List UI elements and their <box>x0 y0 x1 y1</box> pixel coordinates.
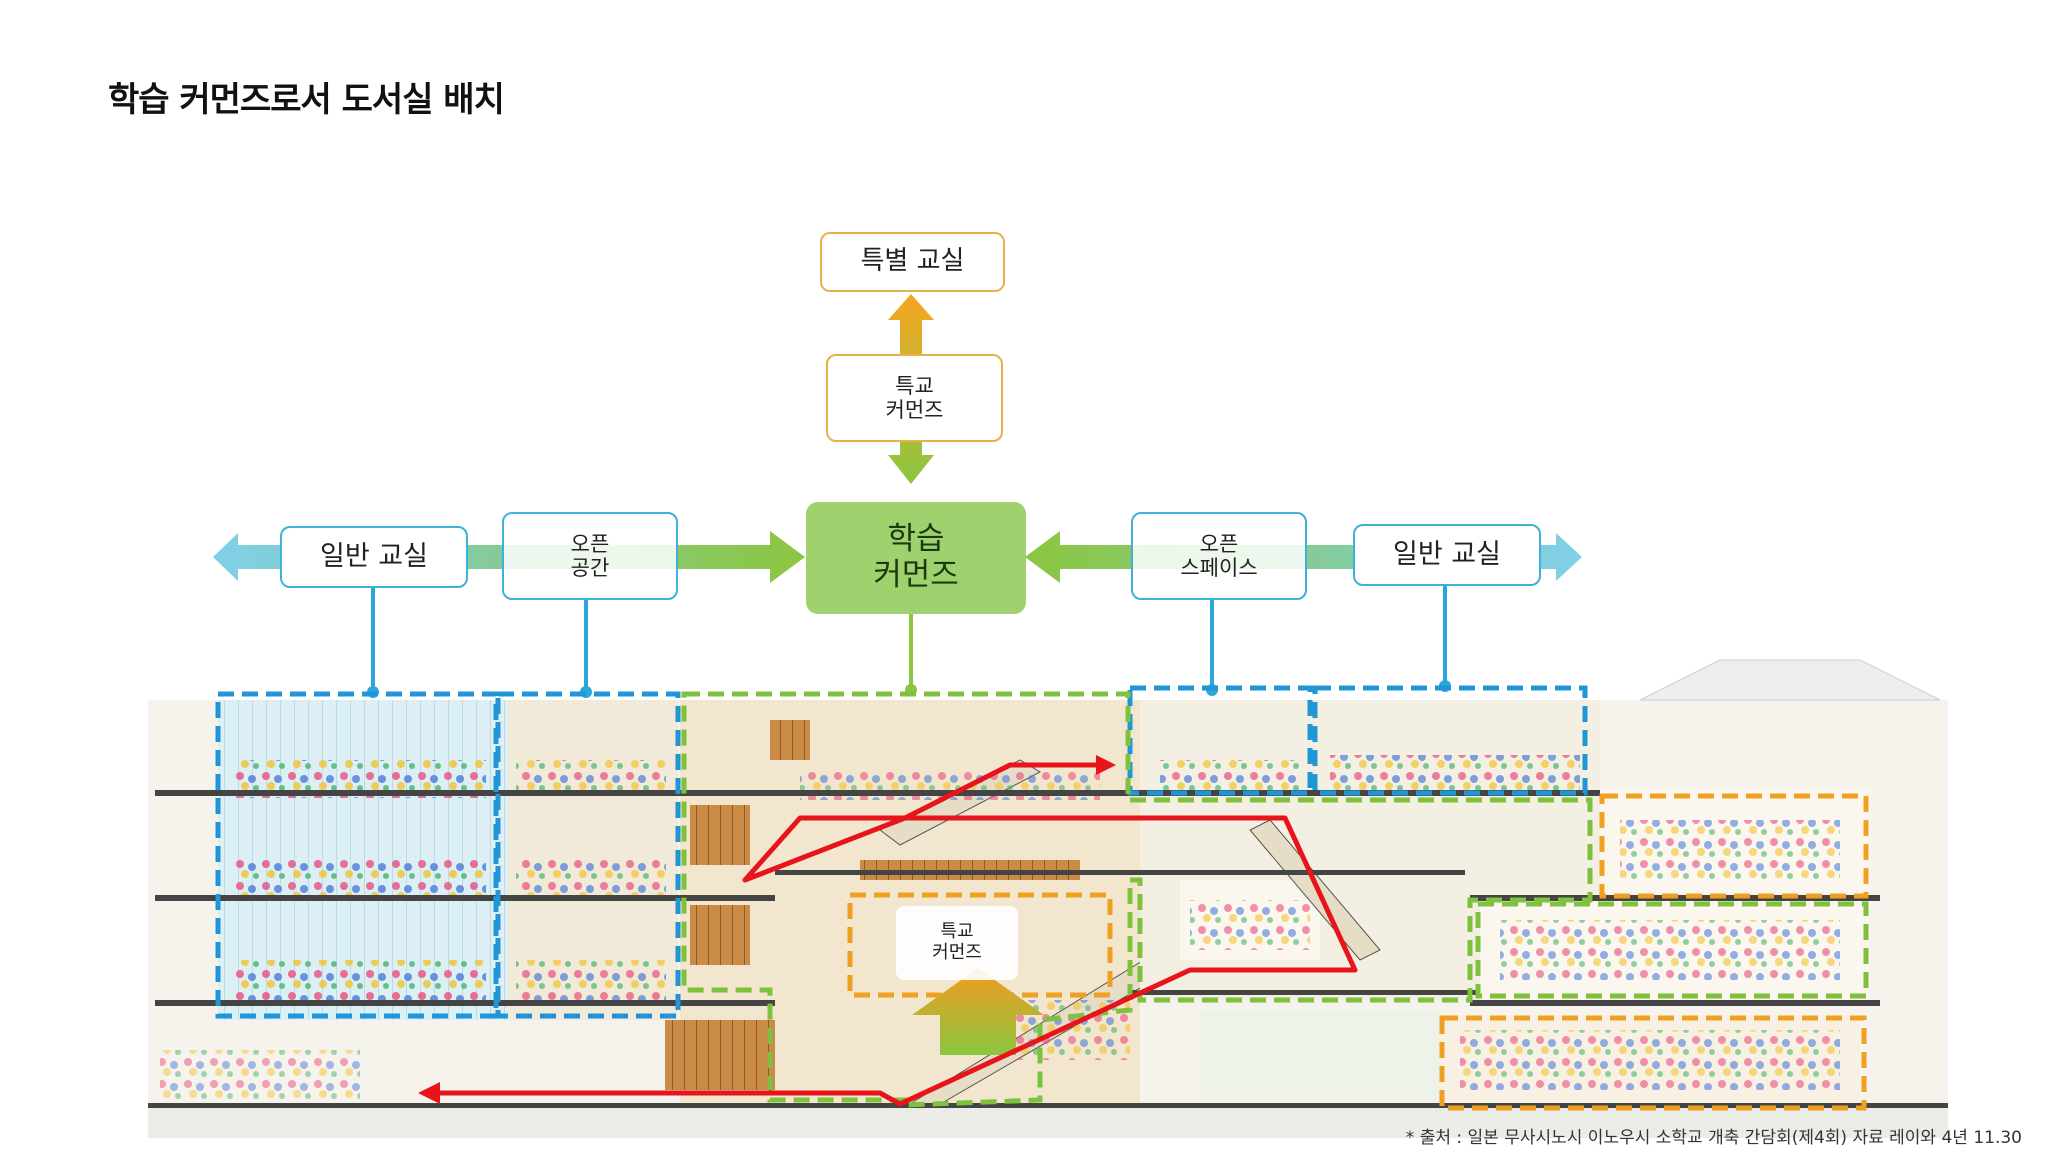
general-classroom-right-box: 일반 교실 <box>1353 524 1541 586</box>
open-space-right-box: 오픈 스페이스 <box>1131 512 1307 600</box>
page-title: 학습 커먼즈로서 도서실 배치 <box>108 80 505 120</box>
circulation-path <box>425 762 1358 1107</box>
special-classroom-label: 특별 교실 <box>860 246 965 277</box>
special-commons-box: 특교 커먼즈 <box>826 354 1003 442</box>
school-building-illustration <box>148 659 1948 1138</box>
general-classroom-right-label: 일반 교실 <box>1393 539 1501 571</box>
learning-commons-label: 학습 커먼즈 <box>873 521 959 593</box>
general-classroom-left-box: 일반 교실 <box>280 526 468 588</box>
connector-lines <box>371 584 1447 690</box>
open-space-left-label: 오픈 공간 <box>570 531 610 580</box>
special-classroom-box: 특별 교실 <box>820 232 1005 292</box>
open-space-left-box: 오픈 공간 <box>502 512 678 600</box>
special-commons-inner-box: 특교 커먼즈 <box>896 906 1018 980</box>
special-commons-label: 특교 커먼즈 <box>885 373 944 422</box>
special-commons-inner-label: 특교 커먼즈 <box>932 921 982 963</box>
source-note: * 출처 : 일본 무사시노시 이노우시 소학교 개축 간담회(제4회) 자료 … <box>1405 1128 2022 1148</box>
general-classroom-left-label: 일반 교실 <box>320 541 428 573</box>
learning-commons-box: 학습 커먼즈 <box>806 502 1026 614</box>
green-zones <box>681 691 1869 1108</box>
open-space-right-label: 오픈 스페이스 <box>1180 531 1258 580</box>
inner-up-arrow <box>912 968 1044 1055</box>
